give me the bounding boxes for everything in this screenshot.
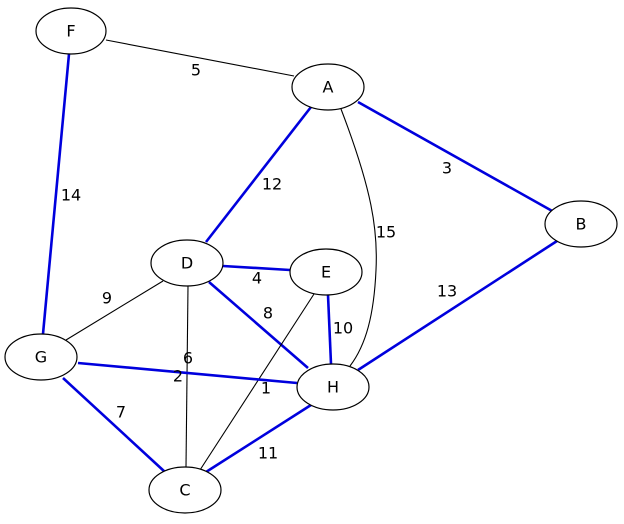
edge-weight-label-f-g: 14 (61, 186, 81, 205)
node-label-c: C (179, 481, 190, 500)
edge-g-h (77, 361, 298, 385)
edge-d-e (222, 264, 291, 272)
edge-d-c (185, 285, 189, 468)
node-ellipse-d (150, 239, 224, 287)
node-ellipse-b (544, 200, 618, 248)
node-e: E (289, 248, 363, 296)
edge-d-g (65, 280, 164, 341)
edge-weight-label-d-g: 9 (102, 289, 112, 308)
node-b: B (544, 200, 618, 248)
edge-weight-label-f-a: 5 (191, 61, 201, 80)
edge-h-c (205, 403, 312, 474)
node-a: A (291, 63, 365, 111)
edge-weight-label-d-h: 8 (263, 304, 273, 323)
edge-a-b (357, 100, 555, 214)
node-label-f: F (66, 22, 75, 41)
edge-weight-label-d-e: 4 (252, 269, 262, 288)
edges-layer (41, 39, 558, 474)
node-g: G (4, 333, 78, 381)
edge-a-h (340, 108, 377, 367)
node-f: F (35, 7, 107, 55)
node-ellipse-h (296, 363, 370, 411)
node-ellipse-c (148, 466, 222, 514)
edge-weight-label-g-h: 2 (173, 367, 183, 386)
edge-weight-label-d-c: 6 (183, 349, 193, 368)
node-ellipse-a (291, 63, 365, 111)
node-ellipse-g (4, 333, 78, 381)
node-d: D (150, 239, 224, 287)
node-label-h: H (327, 378, 339, 397)
edge-weight-label-b-h: 13 (437, 282, 457, 301)
edge-f-a (105, 39, 295, 77)
node-label-b: B (576, 215, 587, 234)
edge-weight-label-h-c: 11 (258, 444, 278, 463)
node-h: H (296, 363, 370, 411)
nodes-layer: F A B D E G H C (4, 7, 618, 514)
node-ellipse-e (289, 248, 363, 296)
node-label-g: G (35, 348, 47, 367)
edge-f-g (41, 53, 71, 335)
edge-weight-label-g-c: 7 (116, 403, 126, 422)
edge-weight-label-e-h: 10 (333, 319, 353, 338)
edge-weight-label-e-c: 1 (261, 379, 271, 398)
edge-weight-label-a-h: 15 (376, 223, 396, 242)
edge-g-c (62, 377, 166, 473)
edge-d-h (208, 281, 309, 369)
node-label-d: D (181, 254, 193, 273)
node-label-a: A (323, 78, 334, 97)
node-c: C (148, 466, 222, 514)
edge-weight-label-a-b: 3 (442, 159, 452, 178)
node-label-e: E (321, 263, 331, 282)
edge-weight-label-a-d: 12 (262, 175, 282, 194)
edge-e-h (326, 294, 333, 365)
edge-e-c (199, 293, 315, 471)
edge-b-h (357, 239, 558, 372)
edge-a-d (204, 106, 313, 243)
node-ellipse-f (35, 7, 107, 55)
